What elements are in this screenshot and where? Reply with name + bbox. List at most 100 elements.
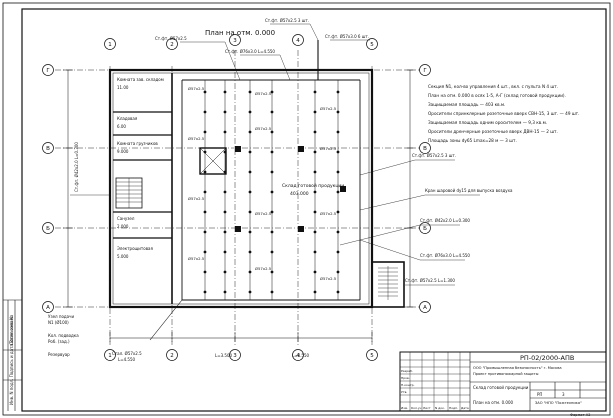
axis-grid [55,50,425,345]
sprinkler-head [270,250,274,254]
column-axis-2-bottom: 2 [166,349,178,361]
sprinkler-head [270,150,274,154]
stamp-code: РП-02/2000-АПВ [520,354,574,362]
title-block: РП-02/2000-АПВ ООО "Промышленная безопас… [399,351,607,417]
stamp-role-2: Пров. [401,376,410,380]
floor-pipe-tag: Ø57х2.5 [188,86,205,91]
svg-text:5: 5 [370,353,374,359]
sprinkler-head [248,190,252,194]
approval-strip-text: Согласовано [9,315,15,345]
svg-text:4: 4 [296,353,300,359]
room-label-warehouse: Склад готовой продукции [282,182,344,189]
floor-pipe-tag: Ø57х2.5 [320,146,337,151]
svg-text:1: 1 [108,353,112,359]
sprinkler-head [203,190,207,194]
callout-tag-6: Ст.фт. Ø57х2.5 3 шт. [412,153,456,158]
room-label-electrical: Электрощитовая [117,246,153,251]
sprinkler-head [248,230,252,234]
stamp-role-1: Разраб. [401,369,413,373]
stamp-row-4: N док. [435,406,445,410]
sprinkler-head [313,210,317,214]
column-axis-1-bottom: 1 [104,349,116,361]
sprinkler-head [270,170,274,174]
note-line: Площадь зоны dy65 Lmax=28 м — 3 шт. [428,138,517,143]
sprinkler-head [203,170,207,174]
sprinkler-head [270,210,274,214]
row-axis-left-0: Г [42,64,54,76]
sprinkler-head [336,290,340,294]
sprinkler-head [248,90,252,94]
callout-tag-7: Кран шаровой dy15 для выпуска воздуха [425,188,513,193]
note-line: Секция N1, кол-во управления 4 шт., вкл.… [428,84,558,89]
stamp-row-5: Подп. [449,406,458,410]
sprinkler-head [248,110,252,114]
column-axis-5-bottom: 5 [366,349,378,361]
callout-tag-10: Ст.фт. Ø57х2.5 L=1.300 [405,278,455,283]
sprinkler-heads [203,90,340,294]
svg-text:2: 2 [170,42,174,48]
sprinkler-head [270,90,274,94]
room-area-electrical: 5.000 [117,254,129,259]
room-label-storage: Кладовая [117,116,138,121]
svg-text:4: 4 [296,38,300,44]
floor-pipe-tag: Ø57х2.5 [188,196,205,201]
sprinkler-head [313,170,317,174]
sprinkler-head [336,190,340,194]
sprinkler-head [203,110,207,114]
bottom-tags: Стал. Ø57х2.5 L=4.550 L=3.500 L=4.550 [112,351,309,362]
stamp-row-3: Лист [423,406,431,410]
row-axis-right-3: А [419,301,431,313]
callout-tag-9: Ст.фт. Ø76х3.0 L=4.550 [420,253,470,258]
svg-text:Б: Б [46,226,50,232]
stamp-designer-org: ЗАО "НПО "Пожтехника" [535,401,582,405]
row-axis-right-2: Б [419,222,431,234]
svg-text:В: В [423,146,427,152]
svg-text:Б: Б [423,226,427,232]
sprinkler-head [313,270,317,274]
sprinkler-head [223,150,227,154]
room-labels: Комната зав. складом 11.00 Кладовая 6.00… [117,77,344,259]
sprinkler-head [313,110,317,114]
sprinkler-head [203,270,207,274]
svg-text:Г: Г [46,68,50,74]
stamp-org: ООО "Промышленная безопасность" г. Москв… [473,366,562,370]
legend-line-1: Узел подачи [48,314,74,319]
room-label-loaders: Комната грузчиков [117,141,158,146]
sprinkler-head [223,170,227,174]
dimension-lines [63,69,415,342]
row-axis-left-3: А [42,301,54,313]
stamp-row-1: Изм. [401,406,408,410]
sprinkler-head [313,190,317,194]
callout-tag-8: Ст.фт. Ø42х2.0 L=0.300 [420,218,470,223]
floor-pipe-tag: Ø57х2.5 [255,126,272,131]
note-line: Оросители спринклерные розеточные вверх … [428,111,579,116]
stamp-format: Формат А3 [570,413,590,417]
callout-tag-1: Ст.фт. Ø57х2.5 [155,36,187,41]
row-axis-markers: Г Г В В Б Б А А [42,64,431,313]
sprinkler-head [203,150,207,154]
column-axis-4-top: 4 [292,34,304,46]
sprinkler-head [336,150,340,154]
sprinkler-head [313,290,317,294]
floor-pipe-tag: Ø57х2.5 [320,211,337,216]
callout-tag-3: Ст.фт. Ø57х3.0 6 шт. [325,34,369,39]
sprinkler-head [336,170,340,174]
legend-line-5: Резервуар [48,352,70,357]
stamp-row-2: Кол.уч [411,406,422,410]
row-axis-right-0: Г [419,64,431,76]
column-axis-1-top: 1 [104,38,116,50]
bottom-tag-2: L=4.550 [118,357,135,362]
sprinkler-head [313,230,317,234]
inner-frame [21,8,607,412]
column-axis-2-top: 2 [166,38,178,50]
sprinkler-head [203,210,207,214]
binding-strip: Инв. N подл. Подпись и дата Взам. инв. N… [3,299,22,411]
svg-text:В: В [46,146,50,152]
floor-pipe-tag: Ø57х2.5 [320,276,337,281]
note-line: Оросители дренчерные розеточные вверх ДВ… [428,129,558,134]
sprinkler-head [336,130,340,134]
room-area-warehouse: 403.000 [290,191,309,197]
callout-tag-5: Ст.фт. Ø42х2.0 L=0.300 [74,142,79,192]
room-area-toilet: 2.000 [117,224,129,229]
